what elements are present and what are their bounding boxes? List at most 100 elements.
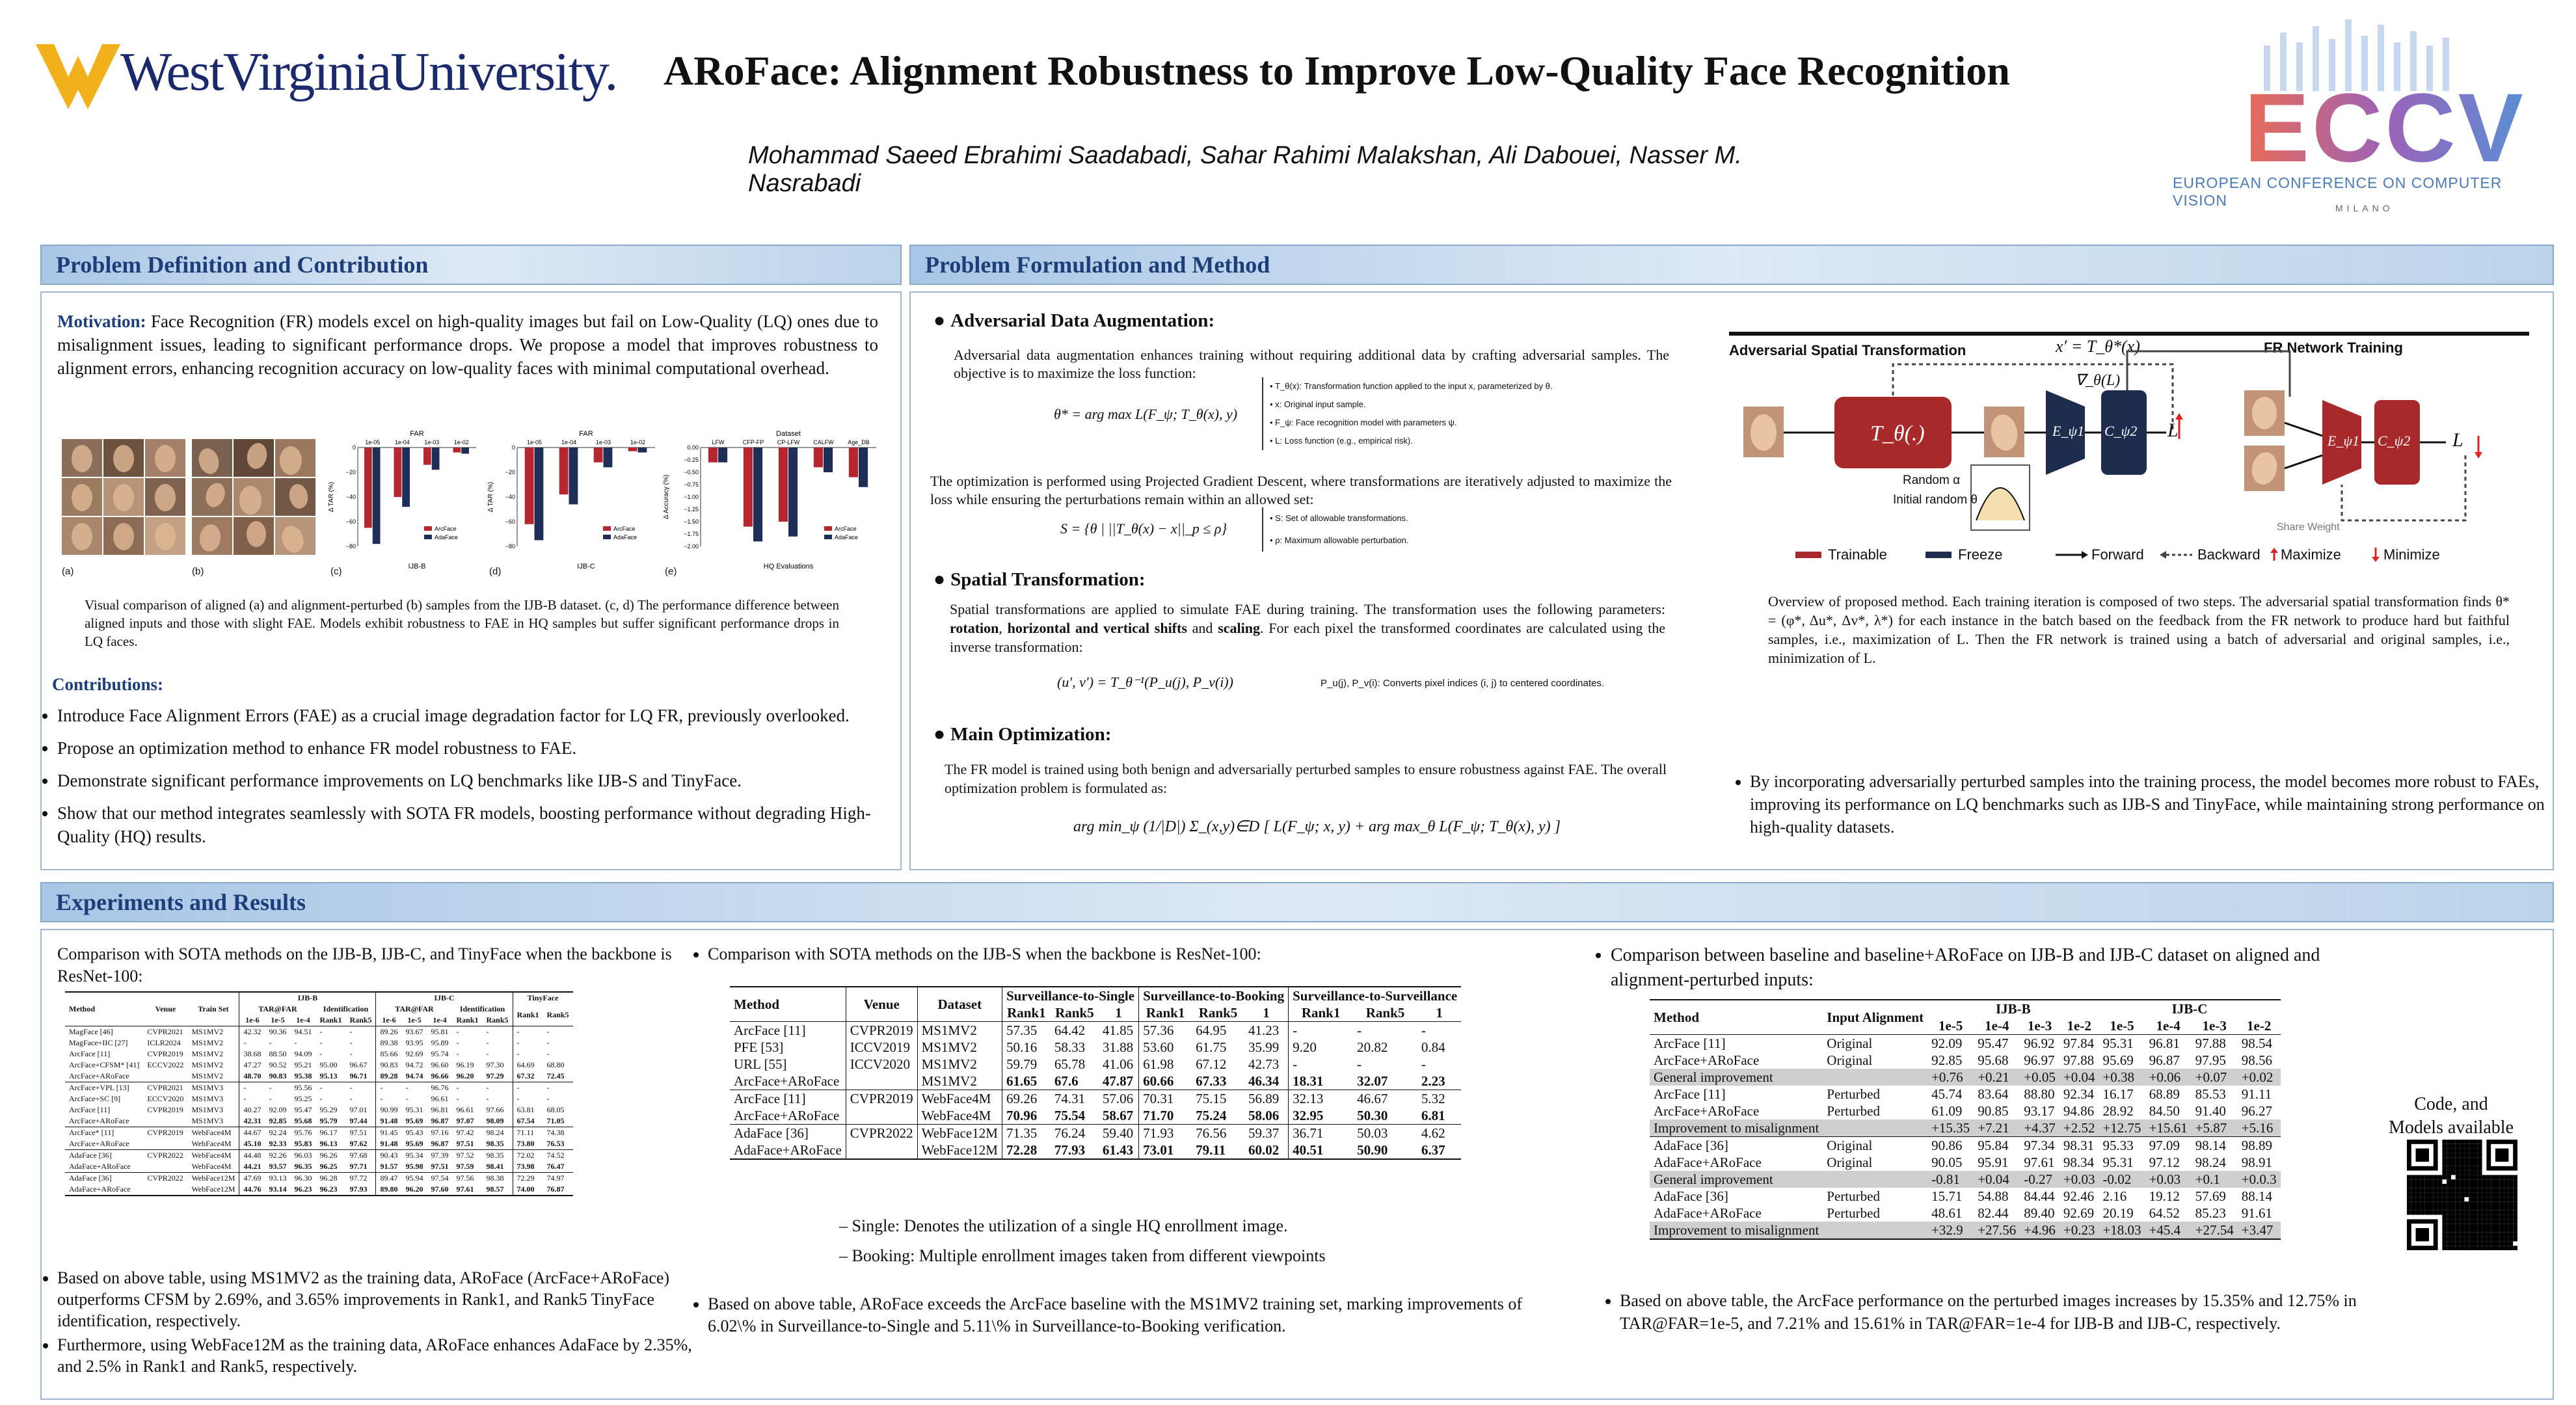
table-cell: ECCV2022: [147, 1060, 184, 1069]
table-cell: +0.23: [2059, 1222, 2099, 1240]
bar: [848, 448, 858, 477]
table-cell: ArcFace+ARoFace: [69, 1071, 129, 1080]
table-cell: 31.88: [1102, 1039, 1134, 1055]
table-cell: Surveillance-to-Surveillance: [1288, 986, 1462, 1004]
table-cell: 97.61: [452, 1184, 483, 1196]
table-cell: 64.52: [2149, 1205, 2180, 1221]
ast-label: Adversarial Spatial Transformation: [1729, 342, 1966, 358]
table-cell: 95.79: [319, 1116, 338, 1125]
table-cell: 48.70: [239, 1071, 265, 1082]
method-panel: [909, 291, 2554, 870]
table-cell: 90.99: [375, 1104, 402, 1116]
table-cell: 95.69: [405, 1116, 423, 1125]
table-cell: MagFace+IIC [27]: [69, 1038, 128, 1047]
table-cell: 97.84: [2059, 1034, 2099, 1052]
aligned-face-grid: [62, 439, 185, 556]
table-cell: 96.17: [315, 1127, 346, 1138]
table-cell: 67.33: [1196, 1073, 1227, 1089]
table-cell: 95.56: [290, 1082, 316, 1093]
table-cell: 54.88: [1978, 1188, 2009, 1204]
table-cell: -: [375, 1082, 402, 1093]
table-cell: 1e-2: [2067, 1018, 2091, 1034]
table-cell: 90.05: [1931, 1155, 1963, 1170]
contributions-list: Introduce Face Alignment Errors (FAE) as…: [31, 704, 903, 857]
table-cell: 64.42: [1050, 1021, 1099, 1039]
table-cell: 96.26: [315, 1149, 346, 1161]
table-cell: ICLR2024: [147, 1038, 181, 1047]
table-cell: -: [319, 1049, 323, 1058]
table-cell: 70.31: [1138, 1090, 1192, 1107]
table-cell: Rank5: [1198, 1005, 1238, 1021]
table-cell: 72.28: [1001, 1142, 1051, 1160]
table-cell: 89.28: [375, 1071, 402, 1082]
table-cell: 98.89: [2237, 1136, 2281, 1154]
table-cell: 19.12: [2149, 1188, 2180, 1204]
mini-chart-title: FAR: [410, 430, 423, 438]
bar: [559, 448, 569, 495]
table-cell: +3.47: [2237, 1222, 2281, 1240]
table-cell: 58.67: [1102, 1108, 1134, 1123]
st-text: Spatial transformations are applied to s…: [950, 601, 1666, 655]
table-cell: WebFace4M: [187, 1127, 239, 1138]
l-label-2: L: [2452, 429, 2463, 451]
table-cell: 32.07: [1357, 1073, 1388, 1089]
contribution-item: Propose an optimization method to enhanc…: [57, 736, 903, 760]
table-cell: 5.32: [1417, 1090, 1462, 1107]
table-cell: ArcFace [11]: [1650, 1034, 1823, 1052]
motivation-label: Motivation:: [57, 312, 146, 331]
table-cell: Venue: [143, 991, 188, 1026]
table-cell: 97.72: [345, 1172, 376, 1184]
y-tick-label: −20: [346, 469, 356, 475]
eccv-logo: ECCV EUROPEAN CONFERENCE ON COMPUTER VIS…: [2166, 20, 2556, 215]
table-cell: MS1MV2: [917, 1073, 1002, 1090]
table-cell: CVPR2022: [143, 1172, 188, 1184]
qr-code-icon[interactable]: [2407, 1140, 2517, 1250]
set-equation: S = {θ | ||T_θ(x) − x||_p ≤ ρ}: [1060, 520, 1228, 537]
table-cell: TAR@FAR: [375, 1004, 453, 1015]
motivation-paragraph: Motivation: Face Recognition (FR) models…: [57, 310, 878, 380]
table-cell: 95.29: [319, 1105, 338, 1114]
y-axis-label: Δ Accuracy (%): [663, 475, 670, 519]
table-cell: 93.95: [405, 1038, 423, 1047]
table-cell: CVPR2022: [143, 1149, 188, 1161]
table-cell: MS1MV2: [917, 1056, 1002, 1073]
y-axis-label: Δ TAR (%): [328, 482, 335, 513]
table-cell: Rank5: [546, 1010, 569, 1019]
table-cell: 71.93: [1138, 1124, 1192, 1142]
table-cell: 97.51: [345, 1127, 376, 1138]
table-cell: 71.11: [512, 1127, 543, 1138]
table-cell: ICCV2019: [845, 1039, 918, 1056]
table-cell: 95.31: [2099, 1034, 2145, 1052]
table-cell: -: [512, 1093, 543, 1104]
legend-swatch: [424, 535, 432, 539]
table-cell: 95.98: [405, 1162, 423, 1171]
table-cell: 42.73: [1248, 1056, 1280, 1072]
table-cell: CVPR2019: [845, 1021, 918, 1039]
table-cell: 76.56: [1192, 1124, 1244, 1142]
y-tick-label: 0.00: [687, 444, 699, 451]
table-cell: 93.13: [265, 1172, 291, 1184]
table-cell: 75.15: [1192, 1090, 1244, 1107]
x-axis-label: IJB-B: [409, 563, 426, 570]
table-cell: 97.62: [349, 1139, 368, 1148]
table-cell: 92.26: [265, 1149, 291, 1161]
init-random: Initial random θ: [1893, 493, 1978, 507]
bar: [718, 448, 728, 462]
table-cell: 1e-4: [1985, 1018, 2009, 1034]
x-tick-label: 1e-02: [454, 439, 469, 446]
table-cell: +32.9: [1927, 1222, 1974, 1240]
table-cell: 74.00: [512, 1184, 543, 1196]
table-cell: 46.67: [1353, 1090, 1417, 1107]
table-cell: -: [405, 1094, 409, 1103]
table-cell: -: [239, 1082, 265, 1093]
table-cell: 95.76: [290, 1127, 316, 1138]
table-row: Improvement to misalignment+15.35+7.21+4…: [1650, 1119, 2281, 1137]
table-cell: -0.81: [1927, 1171, 1974, 1188]
table-cell: 60.02: [1244, 1142, 1289, 1160]
col2-note-booking: – Booking: Multiple enrollment images ta…: [839, 1246, 1326, 1265]
table-cell: 35.99: [1248, 1039, 1280, 1055]
table-cell: 96.60: [431, 1060, 449, 1069]
table-cell: ArcFace+SC [9]: [69, 1094, 121, 1103]
